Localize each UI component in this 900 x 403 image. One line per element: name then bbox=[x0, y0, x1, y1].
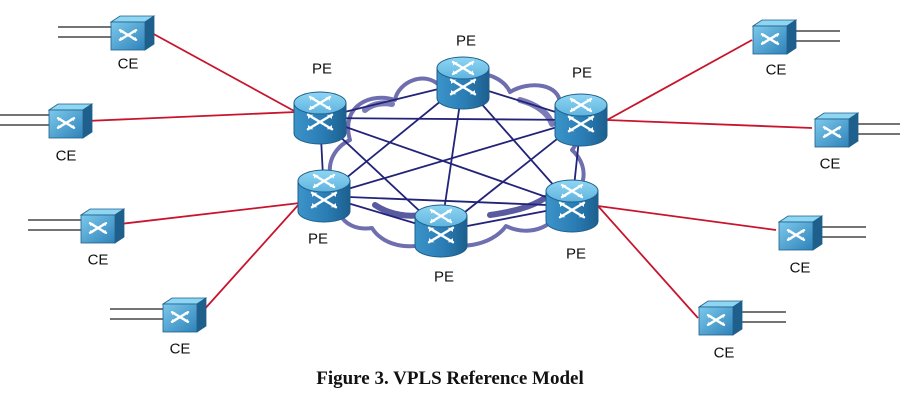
ce-label: CE bbox=[765, 61, 787, 79]
ce-switch-icon bbox=[110, 297, 208, 333]
ce-pe-link bbox=[606, 39, 753, 121]
pe-router-icon bbox=[545, 179, 599, 233]
ce-switch-icon bbox=[28, 208, 126, 244]
ce-pe-link bbox=[606, 119, 813, 129]
ce-switch-icon bbox=[813, 112, 900, 148]
pe-label: PE bbox=[455, 32, 477, 50]
ce-switch-icon bbox=[751, 19, 840, 55]
ce-pe-link bbox=[119, 202, 301, 225]
pe-label: PE bbox=[307, 230, 329, 248]
ce-label: CE bbox=[117, 55, 139, 73]
link-layer bbox=[85, 31, 813, 319]
node-layer bbox=[0, 15, 900, 336]
ce-pe-link bbox=[201, 202, 301, 313]
ce-pe-link bbox=[149, 31, 297, 113]
ce-pe-link bbox=[597, 205, 777, 231]
figure-caption: Figure 3. VPLS Reference Model bbox=[316, 368, 584, 389]
pe-label: PE bbox=[311, 60, 333, 78]
pe-label: PE bbox=[433, 268, 455, 286]
pe-router-icon bbox=[554, 93, 608, 147]
ce-label: CE bbox=[789, 259, 811, 277]
ce-switch-icon bbox=[0, 103, 94, 139]
ce-label: CE bbox=[87, 251, 109, 269]
ce-switch-icon bbox=[697, 300, 786, 336]
pe-label: PE bbox=[571, 64, 593, 82]
pe-label: PE bbox=[565, 245, 587, 263]
ce-label: CE bbox=[819, 155, 841, 173]
pseudowire-link bbox=[323, 195, 573, 207]
cloud-shading bbox=[487, 195, 548, 218]
pe-router-icon bbox=[414, 204, 468, 258]
pseudowire-link bbox=[319, 117, 582, 121]
ce-label: CE bbox=[169, 340, 191, 358]
pseudowire-link bbox=[323, 119, 582, 197]
pseudowire-link bbox=[319, 117, 573, 207]
ce-label: CE bbox=[55, 147, 77, 165]
pe-router-icon bbox=[293, 91, 347, 145]
pe-router-icon bbox=[436, 56, 490, 110]
ce-pe-link bbox=[85, 111, 297, 122]
ce-switch-icon bbox=[777, 215, 866, 251]
ce-switch-icon bbox=[58, 15, 156, 51]
ce-pe-link bbox=[597, 205, 699, 319]
pe-router-icon bbox=[297, 169, 351, 223]
ce-label: CE bbox=[713, 344, 735, 362]
